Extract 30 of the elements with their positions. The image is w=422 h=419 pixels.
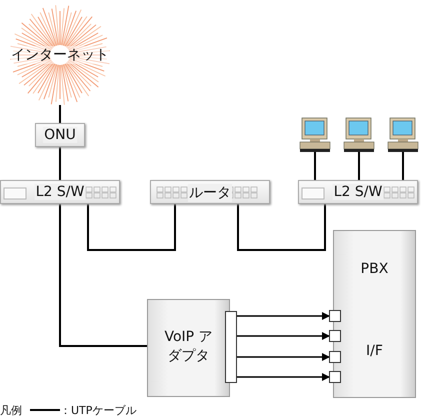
cable-line bbox=[314, 152, 316, 180]
cable-line bbox=[59, 105, 61, 123]
node-label: インターネット bbox=[11, 46, 109, 64]
device-label: ONU bbox=[43, 127, 77, 143]
legend-title: 凡例 bbox=[0, 403, 22, 418]
arrow bbox=[237, 332, 330, 340]
port-bar bbox=[225, 311, 237, 383]
port-box bbox=[329, 310, 341, 322]
port-box bbox=[329, 371, 341, 383]
arrow bbox=[237, 353, 330, 361]
cable-line bbox=[59, 147, 61, 180]
arrow bbox=[237, 312, 330, 320]
device-label: L2 S/W bbox=[34, 184, 86, 200]
cable-line bbox=[237, 204, 326, 251]
port-box bbox=[329, 351, 341, 363]
node-label: PBX bbox=[360, 261, 388, 277]
port-box bbox=[329, 330, 341, 342]
legend-text: ：UTPケーブル bbox=[60, 403, 136, 418]
pbx-box bbox=[333, 230, 416, 398]
cable-line bbox=[59, 204, 147, 347]
node-label: I/F bbox=[366, 343, 383, 359]
device-label: L2 S/W bbox=[332, 184, 384, 200]
arrow bbox=[237, 373, 330, 381]
device-box bbox=[35, 123, 85, 147]
device-label: ルータ bbox=[188, 184, 232, 202]
cable-line bbox=[87, 204, 176, 251]
node-label: VoIP アダプタ bbox=[163, 328, 214, 366]
cable-line bbox=[358, 152, 360, 180]
adapter-box bbox=[147, 299, 230, 397]
cable-line bbox=[402, 152, 404, 180]
